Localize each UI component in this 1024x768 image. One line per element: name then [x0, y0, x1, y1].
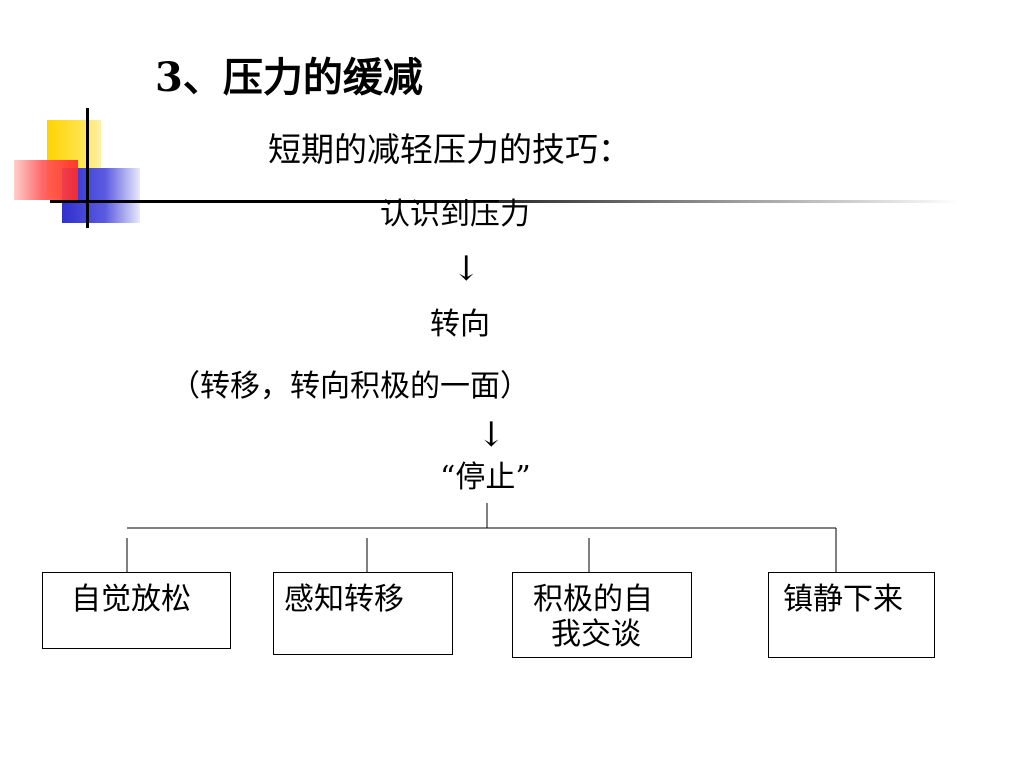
branch-text: 镇静下来: [783, 582, 903, 617]
branch-box-relax: 自觉放松: [42, 572, 231, 649]
horizontal-rule: [50, 200, 960, 203]
red-square: [14, 160, 78, 200]
branch-box-positive-self-talk: 积极的自 我交谈: [512, 572, 692, 658]
slide-title: 3、压力的缓减: [155, 54, 423, 101]
step-stop: “停止”: [440, 460, 531, 495]
branch-text-line-2: 我交谈: [551, 616, 641, 652]
slide-subtitle: 短期的减轻压力的技巧：: [268, 130, 631, 169]
arrow-down-icon: ↓: [452, 249, 481, 289]
branch-text: 感知转移: [284, 582, 404, 617]
step-recognize-pressure: 认识到压力: [380, 197, 530, 232]
step-turn: 转向: [430, 307, 490, 342]
branch-box-perception-shift: 感知转移: [273, 572, 453, 655]
branch-text: 自觉放松: [71, 582, 191, 617]
step-turn-detail: （转移，转向积极的一面）: [170, 369, 530, 404]
branch-box-calm-down: 镇静下来: [768, 572, 935, 658]
arrow-down-icon: ↓: [477, 415, 506, 455]
branch-text-line-1: 积极的自: [533, 582, 653, 617]
vertical-rule: [86, 108, 89, 228]
